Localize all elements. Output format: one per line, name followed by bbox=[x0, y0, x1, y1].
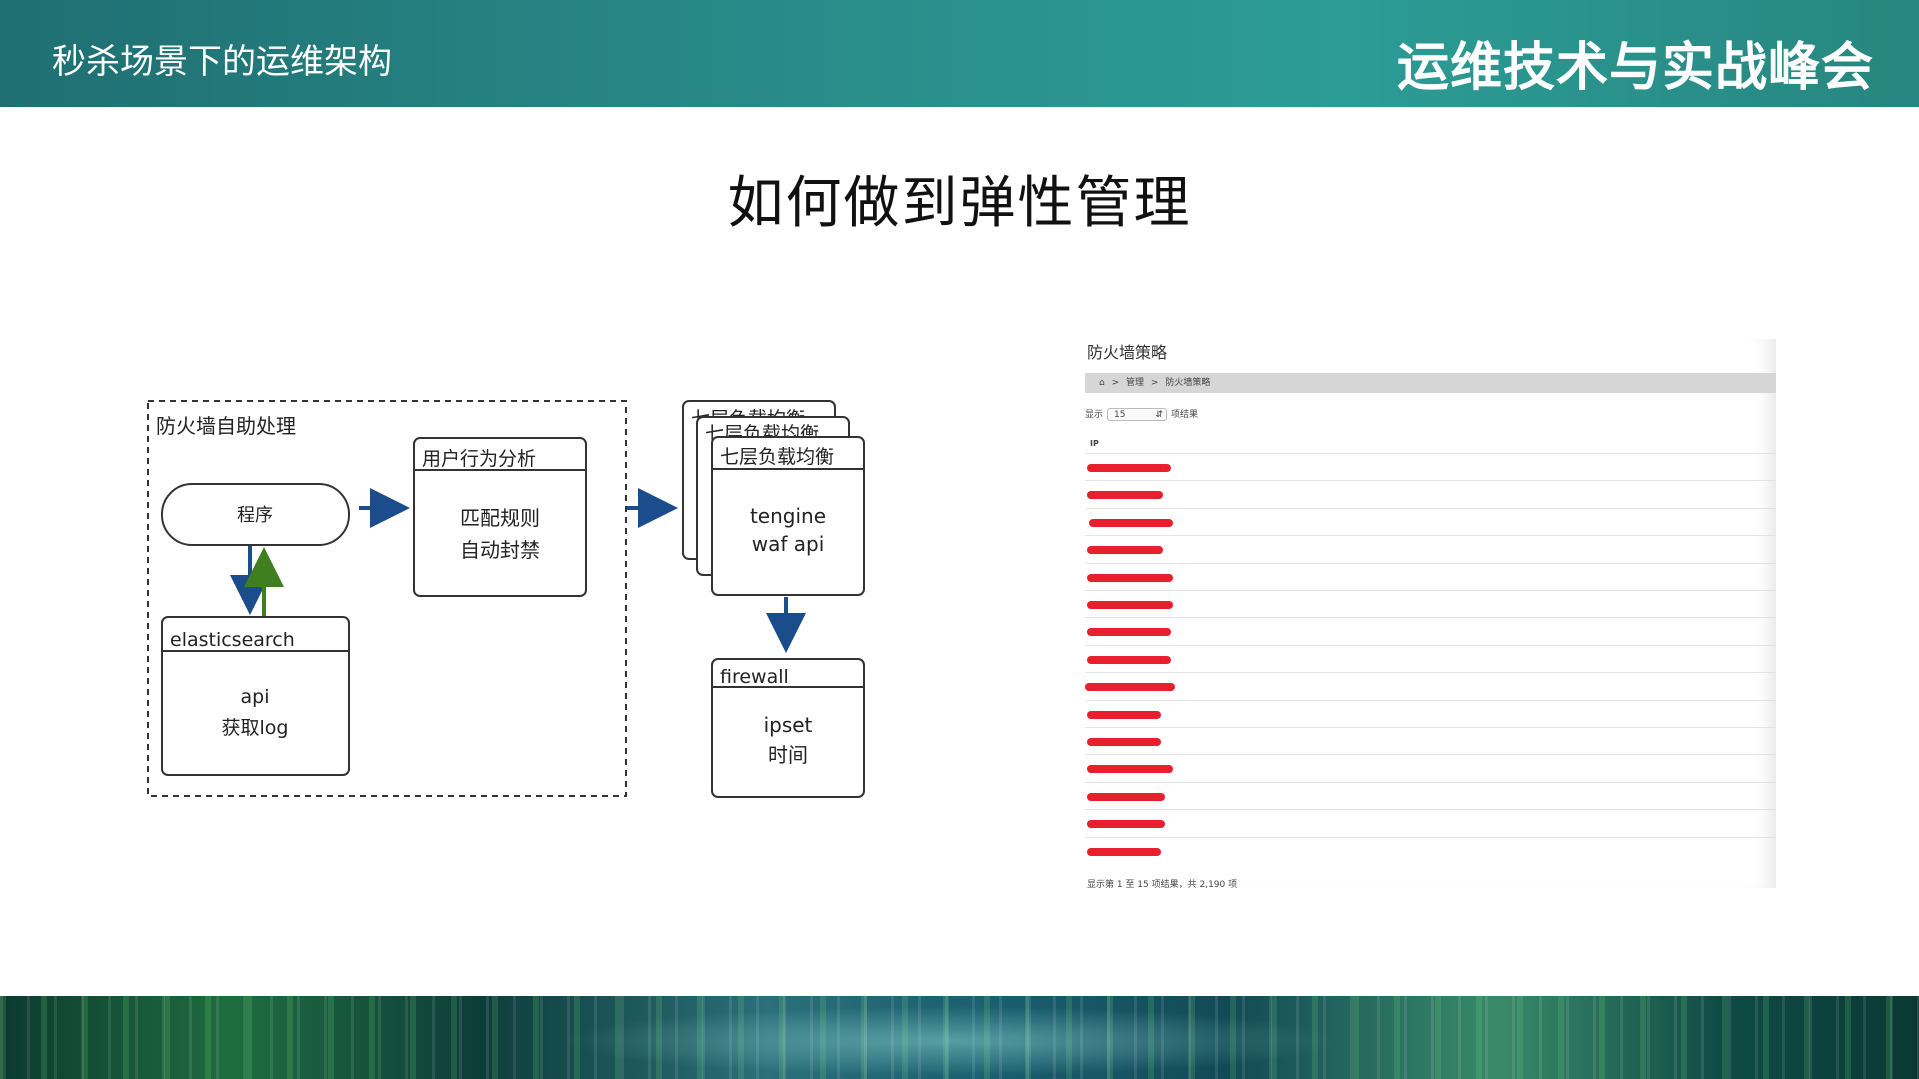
elasticsearch-header: elasticsearch bbox=[170, 629, 295, 651]
redacted-ip-cell bbox=[1087, 491, 1163, 500]
behavior-analysis-box: 用户行为分析 匹配规则 自动封禁 bbox=[413, 437, 587, 597]
load-balancer-stack: 七层负载均衡 七层负载均衡 七层负载均衡 tengine waf api bbox=[682, 400, 865, 596]
table-row bbox=[1085, 507, 1776, 536]
redacted-ip-cell bbox=[1087, 573, 1173, 582]
group-label: 防火墙自助处理 bbox=[156, 414, 296, 438]
header-left-title: 秒杀场景下的运维架构 bbox=[52, 42, 392, 82]
elasticsearch-box: elasticsearch api 获取log bbox=[161, 616, 350, 776]
table-row bbox=[1085, 781, 1776, 810]
length-prefix: 显示 bbox=[1085, 410, 1104, 420]
architecture-diagram: 防火墙自助处理 程序 elasticsearch api 获取log 用户行为分… bbox=[147, 400, 865, 798]
analysis-line2: 自动封禁 bbox=[460, 538, 540, 562]
group-boundary bbox=[147, 400, 627, 797]
select-arrows-icon: ⇵ bbox=[1155, 410, 1164, 420]
redacted-ip-cell bbox=[1087, 847, 1161, 856]
breadcrumb-sep-2: > bbox=[1150, 378, 1159, 388]
footer-glow bbox=[560, 1006, 1340, 1076]
table-row bbox=[1085, 535, 1776, 563]
analysis-line1: 匹配规则 bbox=[460, 506, 540, 530]
redacted-ip-cell bbox=[1089, 518, 1173, 527]
breadcrumb: ⌂ > 管理 > 防火墙策略 bbox=[1085, 373, 1776, 393]
lb-header: 七层负载均衡 bbox=[720, 446, 834, 468]
length-suffix: 项结果 bbox=[1171, 410, 1199, 420]
firewall-header: firewall bbox=[720, 666, 789, 688]
column-header-ip[interactable]: IP bbox=[1090, 439, 1099, 448]
screenshot-heading: 防火墙策略 bbox=[1087, 343, 1168, 362]
page-length-value: 15 bbox=[1114, 410, 1126, 420]
redacted-ip-cell bbox=[1085, 683, 1175, 692]
page-length-select[interactable]: 15 ⇵ bbox=[1107, 408, 1168, 421]
breadcrumb-sep-1: > bbox=[1111, 378, 1120, 388]
redacted-ip-cell bbox=[1087, 792, 1165, 801]
elasticsearch-line1: api bbox=[241, 686, 270, 708]
breadcrumb-item-manage[interactable]: 管理 bbox=[1126, 378, 1145, 388]
table-row bbox=[1085, 562, 1776, 591]
table-row bbox=[1085, 727, 1776, 755]
table-row bbox=[1085, 809, 1776, 837]
table-row bbox=[1085, 699, 1776, 728]
firewall-line2: 时间 bbox=[768, 743, 808, 767]
table-row bbox=[1085, 754, 1776, 782]
table-row bbox=[1085, 836, 1776, 865]
firewall-line1: ipset bbox=[764, 713, 813, 737]
home-icon[interactable]: ⌂ bbox=[1099, 378, 1105, 388]
lb-line2: waf api bbox=[752, 532, 825, 556]
redacted-ip-cell bbox=[1087, 820, 1165, 829]
program-label: 程序 bbox=[237, 505, 273, 526]
redacted-ip-cell bbox=[1087, 628, 1171, 637]
page-length-control: 显示 15 ⇵ 项结果 bbox=[1085, 407, 1198, 421]
lb-line1: tengine bbox=[750, 504, 826, 528]
redacted-ip-cell bbox=[1087, 601, 1173, 609]
elasticsearch-line2: 获取log bbox=[222, 717, 289, 739]
redacted-ip-cell bbox=[1087, 655, 1171, 664]
slide-title: 如何做到弹性管理 bbox=[727, 171, 1192, 236]
analysis-header: 用户行为分析 bbox=[422, 448, 536, 470]
table-row bbox=[1085, 644, 1776, 673]
redacted-ip-cell bbox=[1087, 765, 1173, 774]
redacted-ip-cell bbox=[1087, 546, 1163, 555]
table-row bbox=[1085, 453, 1776, 481]
firewall-box: firewall ipset 时间 bbox=[711, 658, 865, 798]
table-row bbox=[1085, 590, 1776, 618]
table-row bbox=[1085, 672, 1776, 700]
table-info: 显示第 1 至 15 项结果，共 2,190 项 bbox=[1087, 880, 1238, 890]
breadcrumb-item-firewall: 防火墙策略 bbox=[1165, 378, 1211, 388]
redacted-ip-cell bbox=[1087, 738, 1161, 746]
table-row bbox=[1085, 617, 1776, 645]
program-node bbox=[161, 483, 350, 546]
redacted-ip-cell bbox=[1087, 464, 1171, 472]
header-right-title: 运维技术与实战峰会 bbox=[1396, 38, 1874, 98]
header-bar: 秒杀场景下的运维架构 运维技术与实战峰会 bbox=[0, 0, 1919, 107]
table-row bbox=[1085, 480, 1776, 508]
firewall-policy-screenshot: 防火墙策略 ⌂ > 管理 > 防火墙策略 显示 15 ⇵ 项结果 IP 显示第 1 至… bbox=[1085, 339, 1776, 890]
footer-banner bbox=[0, 996, 1919, 1079]
redacted-ip-cell bbox=[1087, 710, 1161, 719]
